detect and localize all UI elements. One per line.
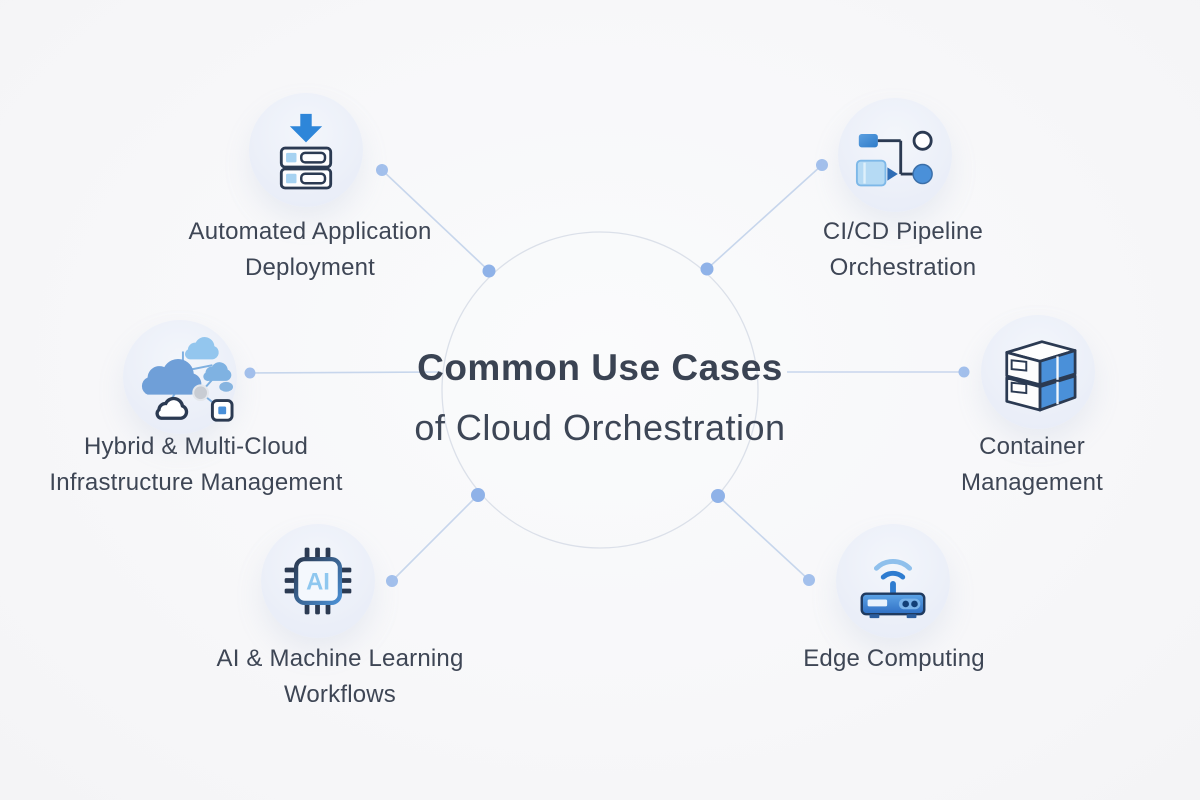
label-line: Container <box>979 433 1085 460</box>
connector-dot-group <box>244 159 970 587</box>
connector-bottom-right <box>717 495 810 581</box>
usecase-edge-label: Edge Computing <box>744 641 1044 677</box>
usecase-container-label: Container Management <box>882 429 1182 501</box>
label-line: Automated Application <box>188 218 432 245</box>
connector-bottom-left <box>391 494 479 582</box>
usecase-automated-deployment-icon-circle <box>249 93 363 207</box>
deploy-server-icon <box>279 113 333 190</box>
connector-top-right <box>706 164 823 270</box>
ai-chip-icon: AI <box>284 547 352 615</box>
connector-mid-left <box>249 371 442 374</box>
container-stack-icon <box>1005 340 1077 412</box>
usecase-container-icon-circle <box>981 315 1095 429</box>
label-line: Workflows <box>283 681 397 708</box>
usecase-ai-ml-icon-circle: AI <box>261 524 375 638</box>
usecase-edge-icon-circle <box>836 524 950 638</box>
ai-chip-text: AI <box>306 569 330 596</box>
page-title-line1: Common Use Cases <box>417 347 783 388</box>
label-line: Management <box>960 469 1104 496</box>
multi-cloud-icon <box>141 337 234 422</box>
usecase-automated-deployment-label: Automated Application Deployment <box>85 214 535 286</box>
connector-line-group <box>249 164 964 582</box>
cicd-pipeline-icon <box>855 130 933 187</box>
center-ring <box>441 231 759 549</box>
edge-router-icon <box>860 558 926 619</box>
label-line: Infrastructure Management <box>49 469 343 496</box>
connector-top-left <box>381 169 490 272</box>
page-title: Common Use Cases of Cloud Orchestration <box>300 338 900 458</box>
label-line: CI/CD Pipeline <box>822 218 984 245</box>
usecase-cicd-icon-circle <box>838 98 952 212</box>
label-line: Edge Computing <box>803 645 985 672</box>
label-line: AI & Machine Learning <box>216 645 464 672</box>
usecase-cicd-label: CI/CD Pipeline Orchestration <box>753 214 1053 286</box>
usecase-hybrid-cloud-icon-circle <box>123 320 237 434</box>
usecase-hybrid-cloud-label: Hybrid & Multi-Cloud Infrastructure Mana… <box>0 429 396 501</box>
usecase-ai-ml-label: AI & Machine Learning Workflows <box>140 641 540 713</box>
label-line: Deployment <box>244 254 376 281</box>
label-line: Hybrid & Multi-Cloud <box>83 433 309 460</box>
page-title-line2: of Cloud Orchestration <box>414 407 786 448</box>
label-line: Orchestration <box>829 254 977 281</box>
